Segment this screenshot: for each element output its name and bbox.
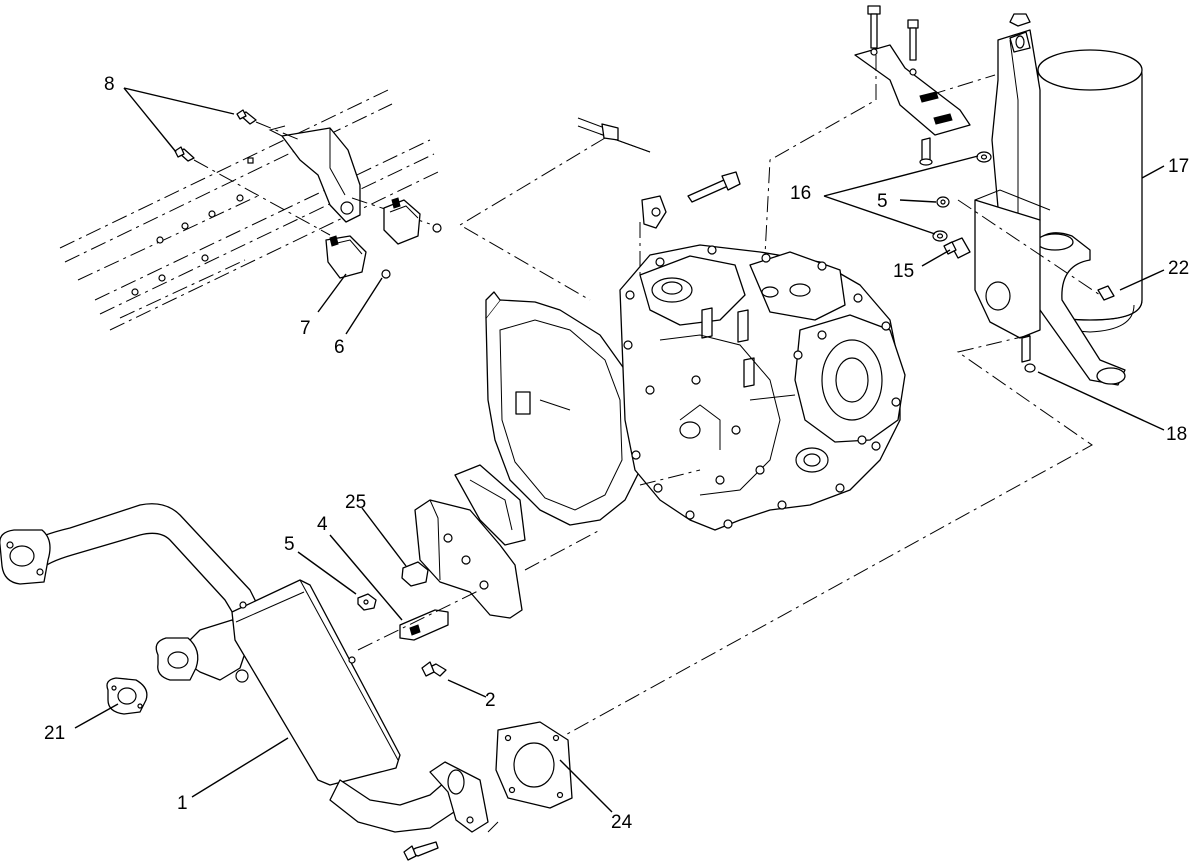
nut-6	[381, 223, 442, 279]
bolt-bottom	[403, 841, 439, 861]
callout-5-lower: 5	[284, 534, 295, 555]
callout-5-right: 5	[877, 191, 888, 212]
long-bolt	[687, 171, 741, 203]
engine-mount-bracket	[414, 464, 526, 619]
callout-2: 2	[485, 690, 496, 711]
gasket-21	[106, 677, 148, 715]
clamp-4	[399, 609, 449, 641]
exhaust-tailpipe	[1033, 232, 1126, 386]
callout-25: 25	[345, 492, 366, 513]
callout-17: 17	[1168, 156, 1189, 177]
nut-18	[1024, 363, 1036, 373]
callout-8: 8	[104, 74, 115, 95]
muffler-bracket	[974, 29, 1051, 363]
callout-16: 16	[790, 183, 811, 204]
frame-rails	[59, 89, 439, 331]
leader-lines	[74, 87, 1165, 813]
callout-1: 1	[177, 793, 188, 814]
bolt-15	[943, 237, 971, 259]
nut-25	[401, 561, 429, 587]
callout-24: 24	[611, 812, 633, 833]
bolt-8-lower	[174, 146, 195, 162]
bolt-22	[1097, 285, 1115, 301]
bolt-2	[421, 661, 447, 677]
nut-5-right	[936, 196, 950, 208]
callout-15: 15	[893, 261, 914, 282]
callout-6: 6	[334, 337, 345, 358]
callout-7: 7	[300, 318, 311, 339]
nut-5-lower	[357, 593, 377, 611]
engine-tab	[641, 195, 667, 229]
callout-22: 22	[1168, 258, 1189, 279]
callout-4: 4	[317, 514, 328, 535]
callout-labels: 8 7 6 16 5 15 17 22 18 25 4 5 2 21 1 24	[44, 74, 1189, 833]
callout-18: 18	[1166, 424, 1187, 445]
bracket-top-bolts	[854, 5, 1031, 166]
callout-21: 21	[44, 723, 65, 744]
frame-bracket	[268, 125, 361, 223]
bolt-8-top	[236, 109, 257, 125]
hose-fragment	[577, 117, 651, 153]
transaxle-housing	[485, 244, 906, 531]
gasket-24	[495, 721, 573, 809]
washer-16	[932, 151, 992, 242]
mount-7	[325, 197, 421, 279]
housing-bolts	[623, 245, 901, 529]
exhaust-pipe-1	[0, 503, 489, 833]
